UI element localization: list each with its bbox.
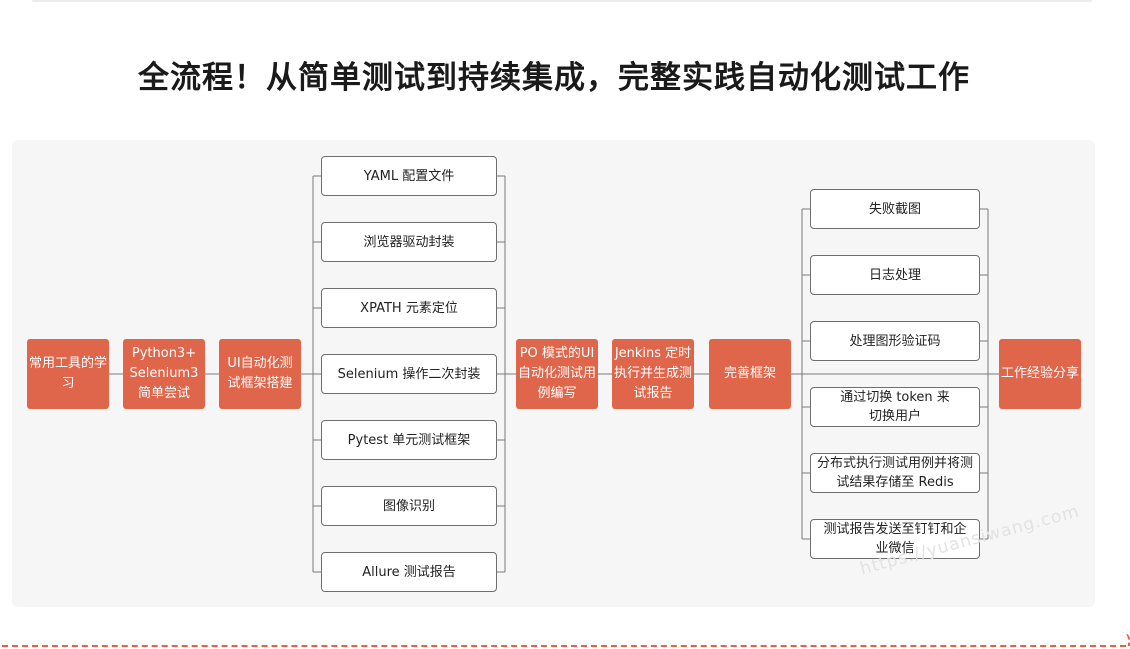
improve-item-logging: 日志处理 [810, 255, 980, 295]
flow-node-tools: 常用工具的学习 [27, 339, 109, 409]
flow-node-po-mode: PO 模式的UI自动化测试用例编写 [516, 339, 598, 409]
flow-node-experience: 工作经验分享 [999, 339, 1081, 409]
framework-item-pytest: Pytest 单元测试框架 [321, 420, 497, 460]
flow-node-python-selenium: Python3+ Selenium3 简单尝试 [123, 339, 205, 409]
framework-item-yaml: YAML 配置文件 [321, 156, 497, 196]
flow-node-improve-framework: 完善框架 [709, 339, 791, 409]
framework-item-image-recognition: 图像识别 [321, 486, 497, 526]
top-divider [32, 0, 1092, 2]
flow-node-jenkins: Jenkins 定时执行并生成测试报告 [612, 339, 694, 409]
framework-item-xpath: XPATH 元素定位 [321, 288, 497, 328]
improve-item-token: 通过切换 token 来切换用户 [810, 387, 980, 427]
flow-node-framework-build: UI自动化测试框架搭建 [219, 339, 301, 409]
framework-item-selenium-wrap: Selenium 操作二次封装 [321, 354, 497, 394]
improve-item-screenshot: 失败截图 [810, 189, 980, 229]
improve-item-distributed: 分布式执行测试用例并将测试结果存储至 Redis [810, 453, 980, 493]
framework-item-allure: Allure 测试报告 [321, 552, 497, 592]
bottom-dashed-corner [1118, 632, 1130, 646]
page-title: 全流程！从简单测试到持续集成，完整实践自动化测试工作 [138, 60, 970, 96]
improve-item-report-send: 测试报告发送至钉钉和企业微信 [810, 519, 980, 559]
framework-item-driver: 浏览器驱动封装 [321, 222, 497, 262]
bottom-dashed-rule [2, 645, 1126, 647]
improve-item-captcha: 处理图形验证码 [810, 321, 980, 361]
